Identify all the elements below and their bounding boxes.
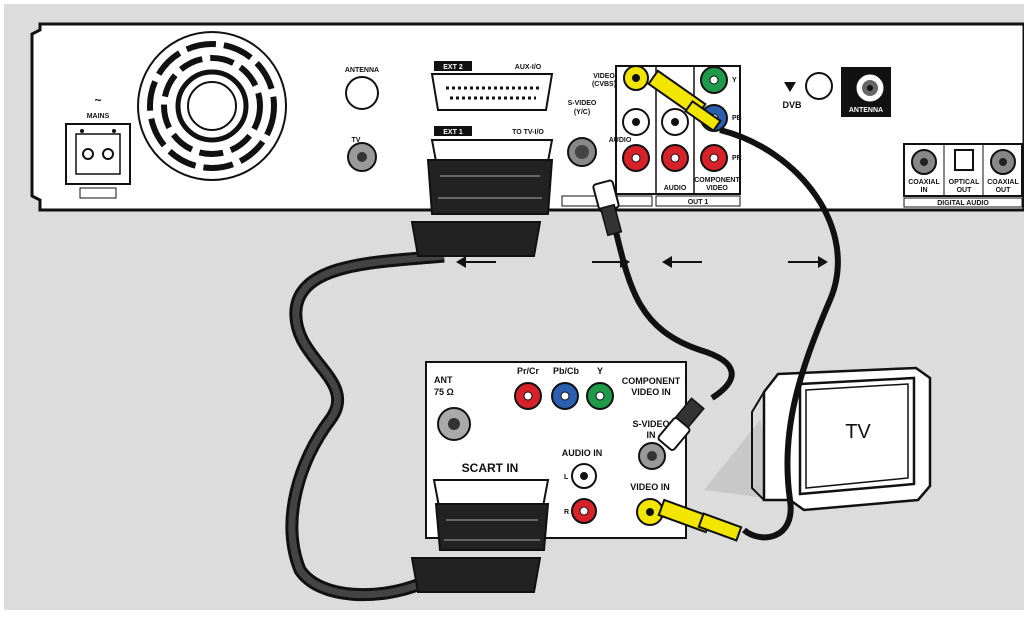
- scart-cable: [285, 159, 554, 602]
- digital-audio-label: DIGITAL AUDIO: [937, 200, 989, 207]
- video-label: VIDEO: [593, 73, 615, 80]
- to-tv-io-label: TO TV-I/O: [512, 129, 544, 136]
- mains-socket[interactable]: [65, 123, 131, 199]
- dvb-antenna-socket[interactable]: ANTENNA: [841, 67, 891, 117]
- component-y-socket[interactable]: [700, 66, 728, 94]
- out1-label: OUT 1: [688, 199, 709, 206]
- svideo-plug-top: [592, 179, 623, 237]
- dvb-antenna-label: ANTENNA: [849, 107, 883, 114]
- tv-svideo-label-2: IN: [647, 430, 656, 440]
- audio-red-socket-2[interactable]: [661, 144, 689, 172]
- ext1-label: EXT 1: [443, 129, 463, 136]
- coaxial-in-socket[interactable]: [911, 149, 937, 175]
- tv-pb-socket[interactable]: [551, 382, 579, 410]
- fan-grille: [137, 31, 287, 181]
- coaxial-in-label-1: COAXIAL: [908, 179, 940, 186]
- tv-r-label: R: [564, 509, 569, 516]
- audio-label: AUDIO: [664, 185, 687, 192]
- audio-red-socket-1[interactable]: [622, 144, 650, 172]
- coaxial-out-socket[interactable]: [990, 149, 1016, 175]
- audio-white-socket-1[interactable]: [622, 108, 650, 136]
- video-plug-bottom: [657, 498, 743, 542]
- comp-pb-label: PB: [732, 115, 742, 122]
- tv-svideo-label-1: S-VIDEO: [632, 419, 669, 429]
- tv-l-label: L: [564, 474, 569, 481]
- tv-svideo-socket[interactable]: [638, 442, 666, 470]
- aux-io-label: AUX-I/O: [515, 64, 542, 71]
- video-plug-top: [647, 69, 722, 133]
- svideo-plug-bottom: [657, 397, 705, 451]
- arrow-right-svideo: [592, 256, 630, 268]
- tv-pr-label: Pr/Cr: [517, 366, 540, 376]
- tv-pb-label: Pb/Cb: [553, 366, 580, 376]
- tv-label: TV: [845, 421, 871, 443]
- video-sub-label: (CVBS): [592, 81, 616, 88]
- tv-video-in-socket[interactable]: [636, 498, 664, 526]
- tv-ant-label: ANT: [434, 375, 453, 385]
- component-label-2: VIDEO: [706, 185, 728, 192]
- tv-audio-in-label: AUDIO IN: [562, 448, 603, 458]
- tv-component-label-2: VIDEO IN: [631, 387, 671, 397]
- dvb-logo: DVB: [782, 72, 833, 110]
- svideo-out-socket[interactable]: [567, 137, 597, 167]
- comp-y-label: Y: [732, 77, 737, 84]
- optical-out-label-2: OUT: [957, 187, 973, 194]
- arrow-left-audio: [662, 256, 702, 268]
- optical-out-label-1: OPTICAL: [949, 179, 980, 186]
- coaxial-in-label-2: IN: [921, 187, 928, 194]
- audio-white-socket-2[interactable]: [661, 108, 689, 136]
- audio-small-label: AUDIO: [609, 137, 632, 144]
- optical-out-socket[interactable]: [954, 149, 974, 171]
- tv-pr-socket[interactable]: [514, 382, 542, 410]
- video-cvbs-socket[interactable]: [623, 65, 649, 91]
- tv-video-in-label: VIDEO IN: [630, 482, 670, 492]
- tv-audio-r-socket[interactable]: [571, 498, 597, 524]
- svideo-cable: [592, 179, 735, 451]
- coaxial-out-label-1: COAXIAL: [987, 179, 1019, 186]
- component-pr-socket[interactable]: [700, 144, 728, 172]
- coaxial-out-label-2: OUT: [996, 187, 1012, 194]
- mains-label: MAINS: [87, 113, 110, 120]
- tv-ant-ohm-label: 75 Ω: [434, 387, 454, 397]
- tv-y-label: Y: [597, 366, 603, 376]
- dvb-label: DVB: [782, 100, 802, 110]
- arrow-right-video: [788, 256, 828, 268]
- svideo-sub-label: (Y/C): [574, 109, 590, 116]
- tv-set: TV: [704, 366, 932, 512]
- component-label-1: COMPONENT: [694, 177, 740, 184]
- ext2-label: EXT 2: [443, 64, 463, 71]
- svideo-label: S-VIDEO: [568, 100, 597, 107]
- tv-antenna-socket[interactable]: [437, 407, 471, 441]
- tv-out-label: TV: [352, 137, 361, 144]
- tv-scart-in-label: SCART IN: [462, 461, 519, 475]
- tv-component-label-1: COMPONENT: [622, 376, 681, 386]
- arrow-left-scart: [456, 256, 496, 268]
- tv-y-socket[interactable]: [586, 382, 614, 410]
- scart-plug-top: [410, 159, 554, 257]
- ext2-scart-socket[interactable]: [430, 73, 554, 111]
- comp-pr-label: PR: [732, 155, 742, 162]
- tv-out-socket[interactable]: [347, 142, 377, 172]
- scart-plug-bottom: [410, 503, 550, 593]
- antenna-in-label: ANTENNA: [345, 67, 379, 74]
- mains-symbol: ~: [94, 93, 101, 107]
- tv-audio-l-socket[interactable]: [571, 463, 597, 489]
- video-cable: [647, 69, 841, 542]
- recorder-back-panel: ~ MAINS ANTENNA TV EXT 2: [30, 22, 1024, 212]
- antenna-in-socket[interactable]: [345, 76, 379, 110]
